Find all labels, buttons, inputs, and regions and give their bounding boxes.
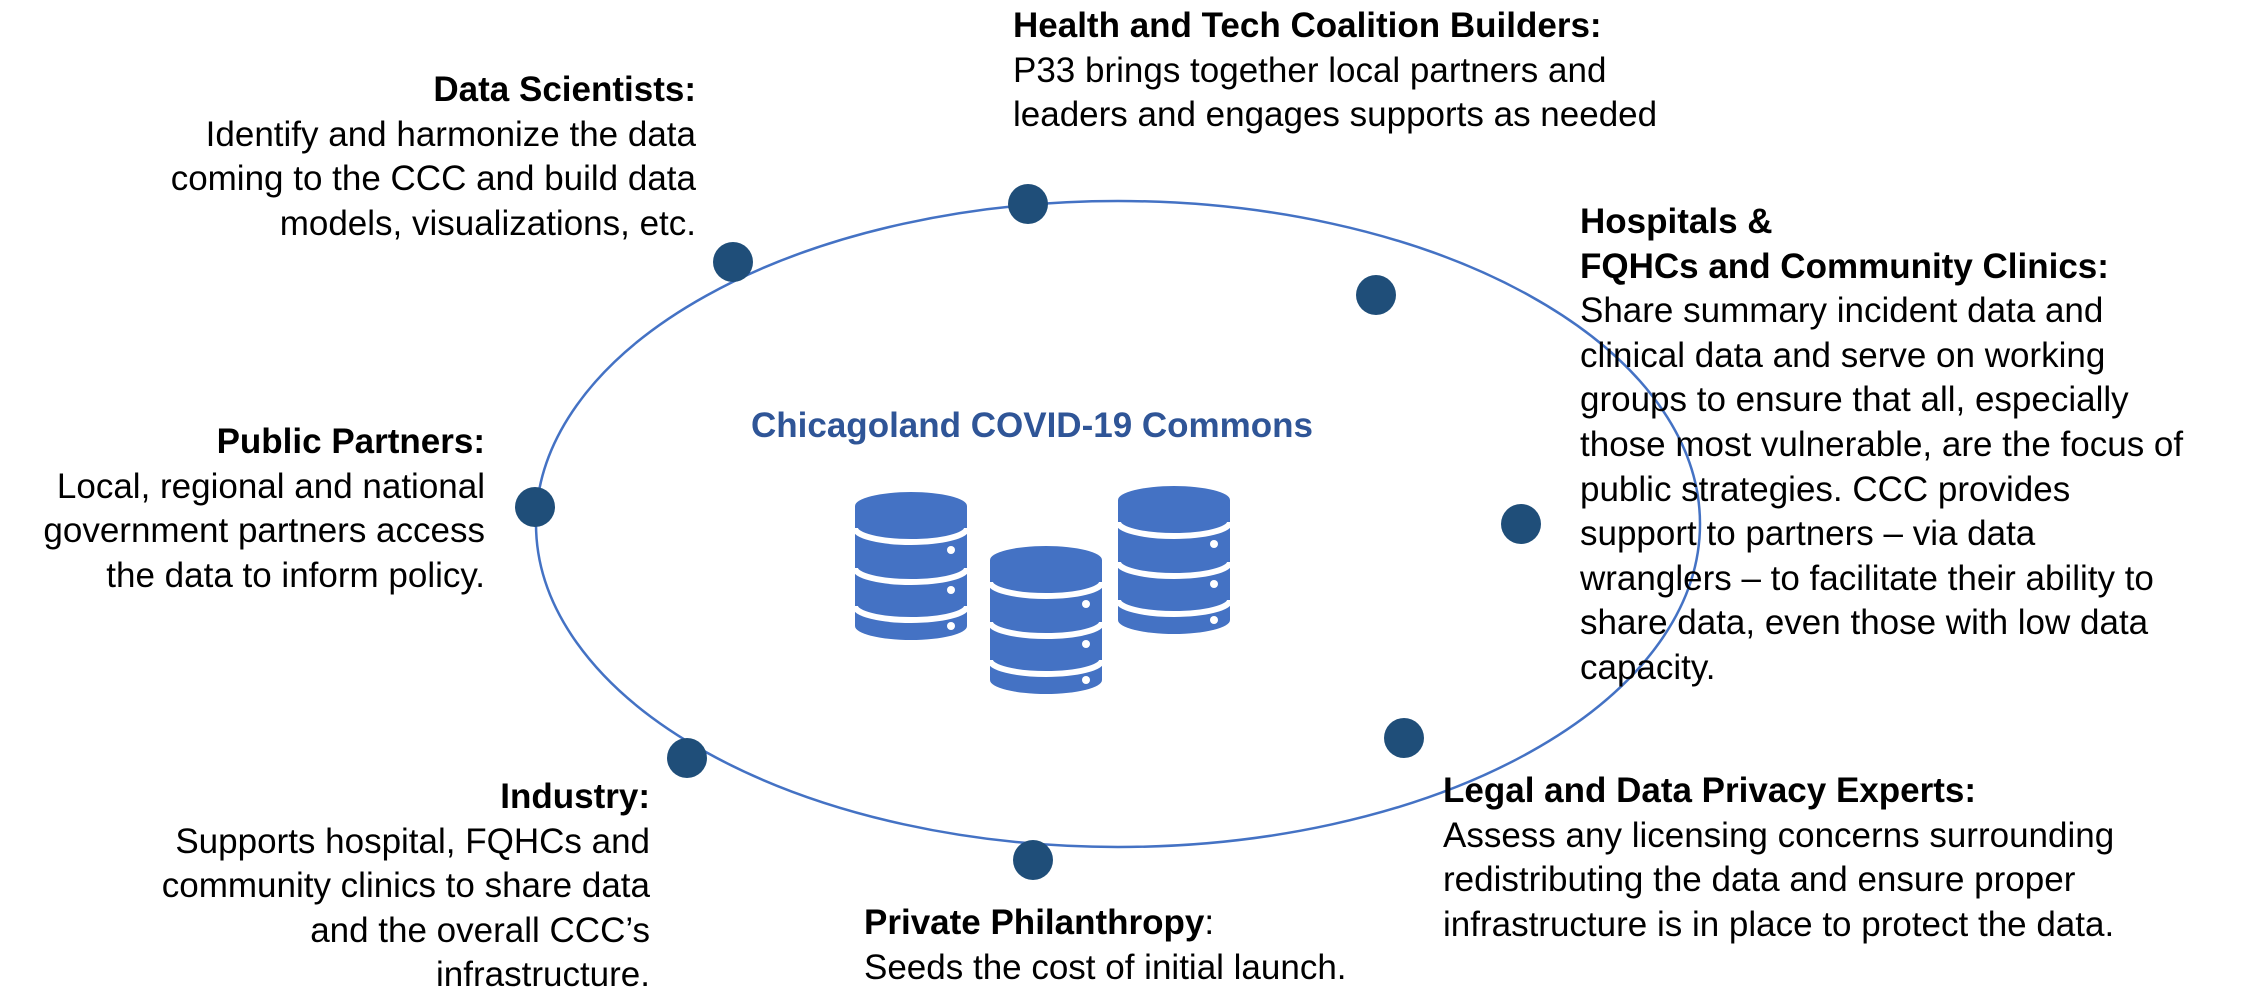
philanthropy-block: Private Philanthropy: Seeds the cost of … bbox=[864, 901, 1347, 990]
node-health-tech bbox=[1008, 184, 1048, 224]
hospitals-line: public strategies. CCC provides bbox=[1580, 469, 2071, 509]
hospitals-line: support to partners – via data bbox=[1580, 514, 2036, 554]
legal-line: Assess any licensing concerns surroundin… bbox=[1443, 815, 2115, 855]
philanthropy-title-suffix: : bbox=[1204, 903, 1215, 942]
hospitals-title: FQHCs and Community Clinics: bbox=[1580, 246, 2109, 286]
hospitals-line: groups to ensure that all, especially bbox=[1580, 380, 2129, 420]
center-title: Chicagoland COVID-19 Commons bbox=[751, 406, 1314, 445]
legal-line: infrastructure is in place to protect th… bbox=[1443, 904, 2115, 944]
node-hospitals-clinical bbox=[1501, 504, 1541, 544]
hospitals-line: Share summary incident data and bbox=[1580, 291, 2104, 331]
public-partners-line: Local, regional and national bbox=[56, 466, 485, 506]
public-partners-block: Public Partners: Local, regional and nat… bbox=[43, 420, 485, 598]
industry-line: community clinics to share data bbox=[161, 866, 650, 906]
data-scientists-line: models, visualizations, etc. bbox=[279, 203, 696, 243]
industry-line: and the overall CCC’s bbox=[310, 910, 650, 950]
health-tech-line: leaders and engages supports as needed bbox=[1013, 95, 1658, 135]
data-scientists-block: Data Scientists: Identify and harmonize … bbox=[171, 68, 696, 246]
node-hospitals bbox=[1356, 275, 1396, 315]
database-icon bbox=[852, 492, 970, 640]
industry-block: Industry: Supports hospital, FQHCs and c… bbox=[162, 775, 650, 998]
hospitals-title: Hospitals & bbox=[1580, 202, 1773, 241]
philanthropy-title: Private Philanthropy bbox=[864, 903, 1205, 942]
data-scientists-line: coming to the CCC and build data bbox=[170, 159, 696, 199]
node-legal bbox=[1384, 718, 1424, 758]
node-philanthropy bbox=[1013, 840, 1053, 880]
node-data-scientists bbox=[713, 242, 753, 282]
public-partners-title: Public Partners: bbox=[216, 422, 485, 461]
data-scientists-line: Identify and harmonize the data bbox=[205, 114, 696, 154]
health-tech-line: P33 brings together local partners and bbox=[1013, 50, 1607, 90]
node-public-partners bbox=[515, 487, 555, 527]
legal-title: Legal and Data Privacy Experts: bbox=[1443, 771, 1976, 810]
hospitals-line: wranglers – to facilitate their ability … bbox=[1580, 558, 2154, 598]
legal-block: Legal and Data Privacy Experts: Assess a… bbox=[1443, 769, 2114, 947]
industry-line: infrastructure. bbox=[436, 955, 650, 995]
industry-title: Industry: bbox=[500, 777, 650, 816]
hospitals-line: clinical data and serve on working bbox=[1580, 335, 2106, 375]
hospitals-line: capacity. bbox=[1580, 647, 1716, 687]
public-partners-line: the data to inform policy. bbox=[106, 555, 485, 595]
philanthropy-line: Seeds the cost of initial launch. bbox=[864, 947, 1347, 987]
hospitals-line: share data, even those with low data bbox=[1580, 603, 2149, 643]
health-tech-title: Health and Tech Coalition Builders: bbox=[1013, 6, 1602, 45]
hospitals-block: Hospitals & FQHCs and Community Clinics:… bbox=[1580, 200, 2183, 691]
health-tech-block: Health and Tech Coalition Builders: P33 … bbox=[1013, 4, 1657, 138]
database-icon bbox=[987, 546, 1105, 694]
philanthropy-title-row: Private Philanthropy: bbox=[864, 901, 1347, 946]
data-scientists-title: Data Scientists: bbox=[433, 70, 696, 109]
public-partners-line: government partners access bbox=[43, 511, 485, 551]
node-industry bbox=[667, 738, 707, 778]
industry-line: Supports hospital, FQHCs and bbox=[175, 821, 650, 861]
database-icon bbox=[1115, 486, 1233, 634]
legal-line: redistributing the data and ensure prope… bbox=[1443, 860, 2076, 900]
hospitals-line: those most vulnerable, are the focus of bbox=[1580, 424, 2184, 464]
